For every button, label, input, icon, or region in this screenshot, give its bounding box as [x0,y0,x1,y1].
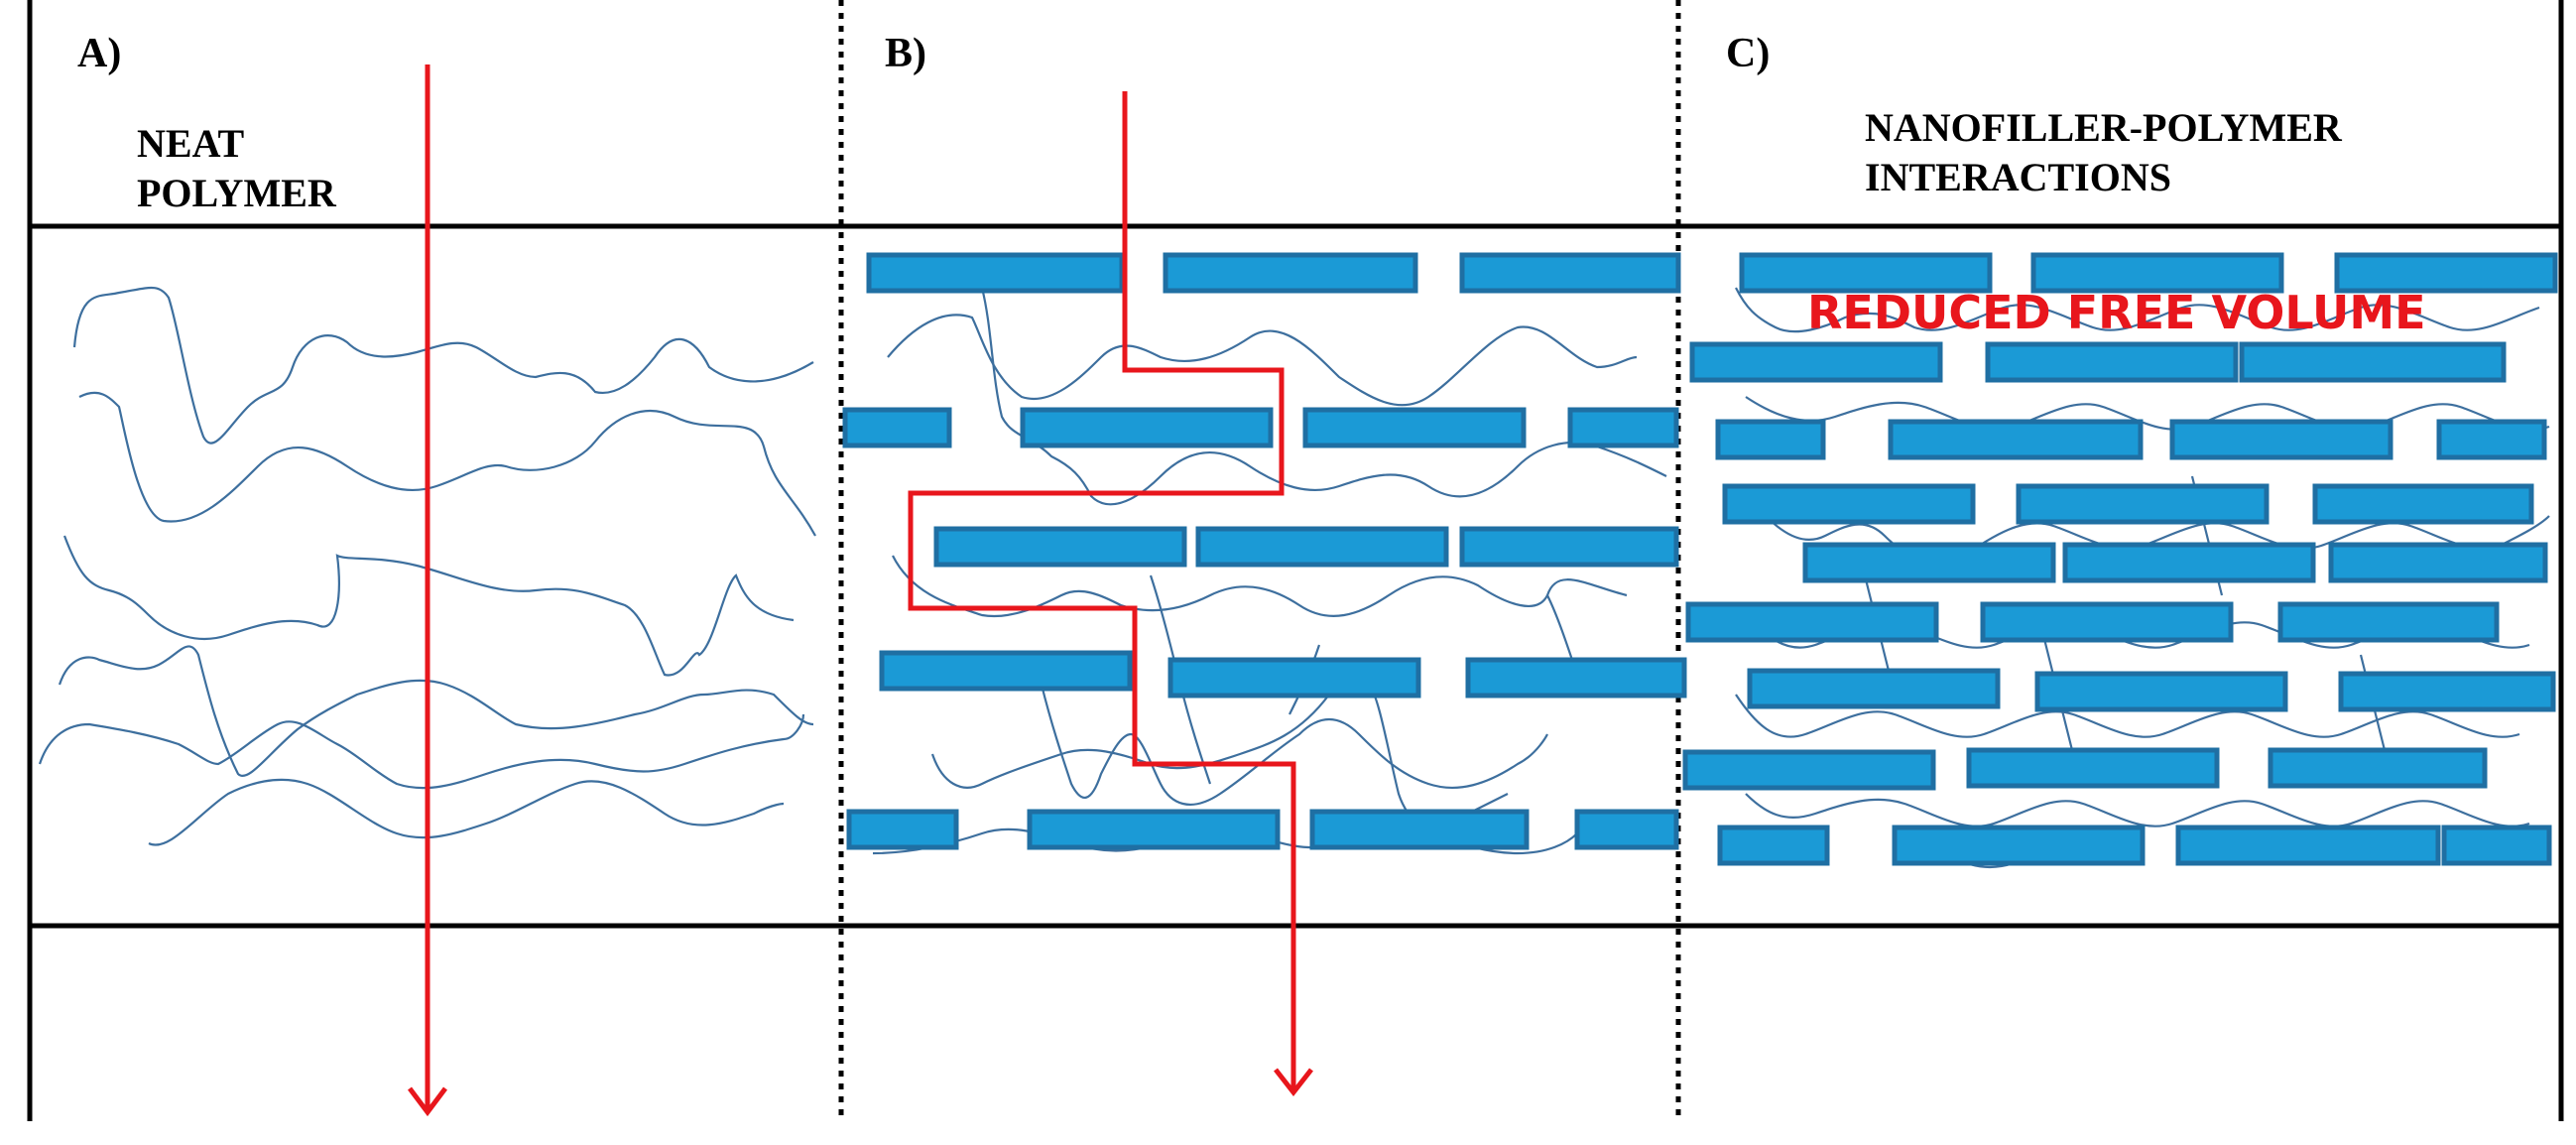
filler-platelet [1167,657,1421,699]
filler-platelet [1027,809,1281,850]
panel-a-title-line1: NEAT [137,121,245,166]
polymer-chain [1735,694,2520,738]
polymer-chain [1735,287,2540,333]
filler-platelet [1567,407,1679,448]
reduced-free-volume-annotation: REDUCED FREE VOLUME [1807,286,2426,339]
filler-platelet [2268,747,2488,789]
polymer-chain [892,555,1628,618]
filler-platelet [2334,252,2558,294]
filler-platelet [1309,809,1530,850]
panel-c-title: NANOFILLER-POLYMER INTERACTIONS [1865,103,2342,202]
filler-platelet [2169,419,2393,460]
filler-platelet [866,252,1125,294]
filler-platelet [1459,526,1679,568]
panel-c-label: C) [1726,31,1771,76]
filler-platelet [2034,671,2288,712]
filler-platelet [1739,252,1993,294]
filler-platelet [2328,542,2548,583]
tortuous-diffusion-path [908,91,1296,1089]
diffusion-path-b [908,91,1313,1097]
filler-platelet [1747,668,2001,709]
polymer-chain [72,286,814,445]
filler-platelet [1682,749,1936,791]
filler-platelet [2175,825,2441,866]
filler-platelet [2030,252,2284,294]
polymer-chain [78,391,816,537]
filler-platelet [1980,601,2234,643]
filler-platelet [1722,483,1976,525]
filler-platelet [1459,252,1681,294]
filler-platelet [1888,419,2144,460]
panel-c-title-line2: INTERACTIONS [1865,155,2171,199]
filler-platelet [1020,407,1274,448]
filler-platelet [1966,747,2220,789]
filler-platelet [933,526,1187,568]
polymer-chain [980,287,1667,506]
filler-platelet [2062,542,2316,583]
filler-platelet [1465,657,1687,699]
filler-platelet [879,650,1133,692]
filler-platelet [1195,526,1449,568]
filler-platelet [1302,407,1527,448]
polymer-chain [148,778,785,846]
panel-a-title-line2: POLYMER [137,171,336,215]
polymer-chain [887,314,1638,407]
arrowhead-b [1274,1068,1313,1097]
filler-platelet [1892,825,2146,866]
panel-c-title-line1: NANOFILLER-POLYMER [1865,105,2342,150]
filler-platelets-b [842,252,1687,850]
filler-platelet [2277,601,2500,643]
filler-platelet [2436,419,2547,460]
filler-platelet [2016,483,2269,525]
filler-platelet [1985,341,2239,383]
panel-a-label: A) [77,31,122,76]
filler-platelet [1685,601,1939,643]
diffusion-path-a [408,64,447,1117]
filler-platelet [846,809,959,850]
polymer-chain [62,535,795,677]
filler-platelet [1689,341,1943,383]
polymer-chain [38,713,805,790]
arrowhead-a [408,1086,447,1117]
filler-platelet [1802,542,2056,583]
panel-b-label: B) [885,31,926,76]
polymer-chain [58,645,814,777]
filler-platelets-c [1682,252,2558,866]
polymer-chain [1745,396,2550,431]
filler-platelet [1574,809,1679,850]
filler-platelet [842,407,952,448]
filler-platelet [2312,483,2534,525]
panel-a-title: NEAT POLYMER [137,119,336,218]
polymer-chain [1745,793,2530,827]
filler-platelet [2441,825,2552,866]
filler-platelet [2239,341,2507,383]
filler-platelet [2338,671,2556,712]
filler-platelet [1717,825,1830,866]
filler-platelet [1715,419,1826,460]
polymer-chains-a [38,286,816,846]
filler-platelet [1163,252,1418,294]
polymer-chain [1040,684,1548,806]
